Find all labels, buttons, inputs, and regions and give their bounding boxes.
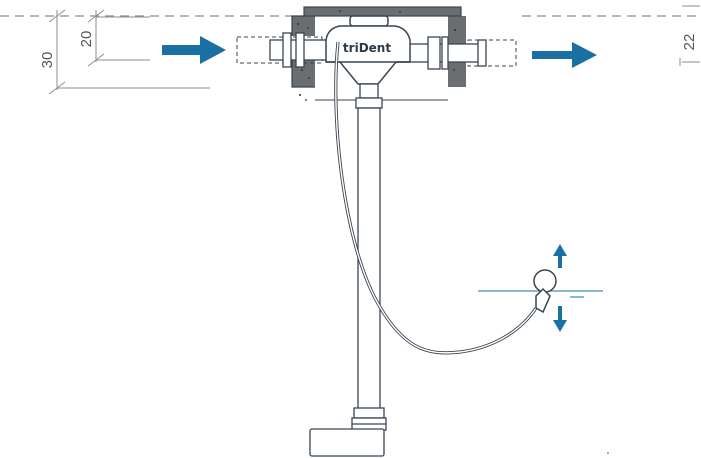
suction-pipe xyxy=(351,83,387,431)
outlet-pipe xyxy=(394,36,487,70)
speck xyxy=(607,452,609,454)
arrow-down-icon xyxy=(553,306,567,332)
dimension-label-20: 20 xyxy=(78,31,95,48)
dimension-label-22: 22 xyxy=(681,34,698,51)
trident-device: triDent xyxy=(325,15,411,85)
brand-label: triDent xyxy=(343,41,391,55)
dimension-right xyxy=(679,5,700,66)
arrow-up-icon xyxy=(553,244,567,268)
dimension-left xyxy=(48,9,210,95)
arrow-right-icon xyxy=(532,42,597,68)
dimension-label-30: 30 xyxy=(39,52,56,69)
foot-filter xyxy=(309,428,385,457)
inlet-pipe xyxy=(269,32,331,68)
arrow-right-icon xyxy=(162,36,226,64)
float-switch xyxy=(533,269,557,314)
